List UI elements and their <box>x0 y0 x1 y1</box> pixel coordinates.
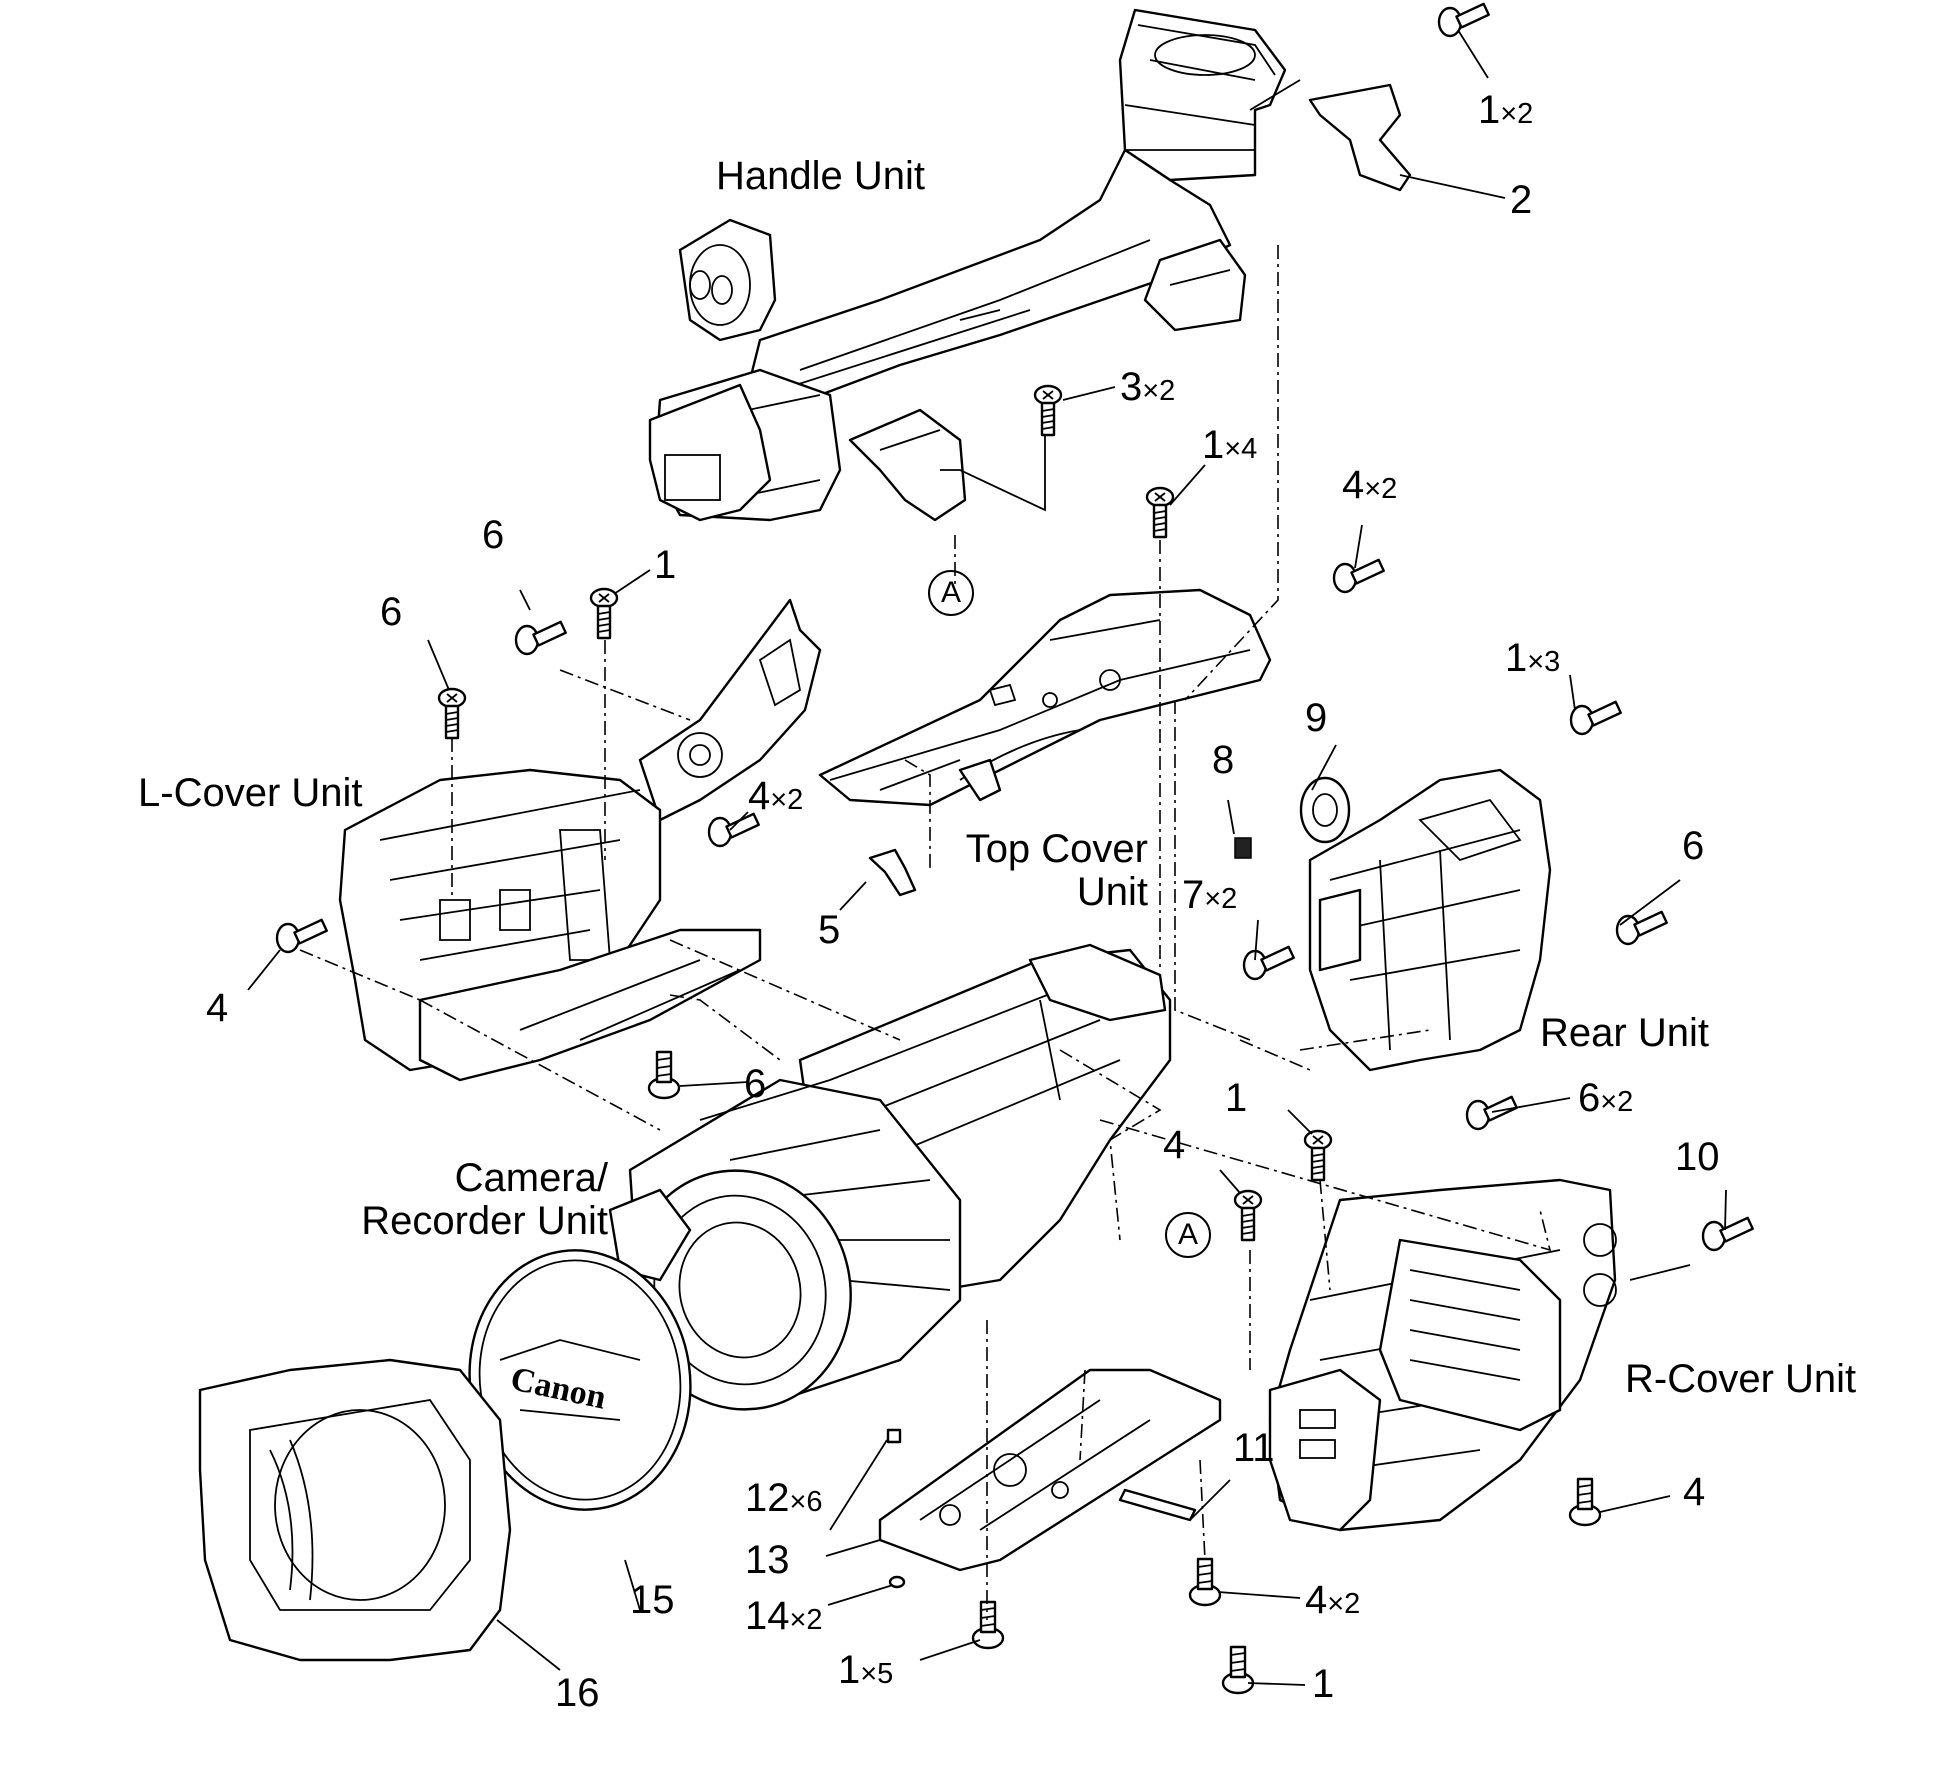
r-cover-unit-drawing <box>1268 1178 1617 1532</box>
camera-label-line2: Recorder Unit <box>361 1199 608 1244</box>
callout-1-center: 1 <box>1225 1076 1248 1120</box>
callout-1-upper-left: 1 <box>654 543 677 587</box>
callout-1x5: 1×5 <box>838 1648 894 1692</box>
rear-unit-drawing <box>1308 768 1552 1072</box>
callout-12x6: 12×6 <box>745 1476 823 1520</box>
callout-9: 9 <box>1305 696 1328 740</box>
top-cover-unit-label: Top Cover Unit <box>936 827 1148 915</box>
reference-mark-a-top: A <box>928 570 974 616</box>
top-cover-label-line1: Top Cover <box>965 827 1148 871</box>
part-8-drawing <box>1234 837 1252 859</box>
part-2-drawing <box>1308 83 1412 192</box>
callout-2: 2 <box>1510 178 1533 222</box>
callout-6-center: 6 <box>744 1062 767 1106</box>
handle-unit-drawing <box>648 8 1287 522</box>
leader-lines <box>247 29 1727 1686</box>
l-cover-unit-label: L-Cover Unit <box>138 771 363 815</box>
top-cover-label-line2: Unit <box>1076 870 1148 915</box>
callout-15: 15 <box>630 1578 675 1622</box>
top-cover-unit-drawing <box>818 588 1272 807</box>
callout-6-right: 6 <box>1682 824 1705 868</box>
callout-4-center: 4 <box>1163 1123 1186 1167</box>
callout-14x2: 14×2 <box>745 1594 823 1638</box>
part-5-drawing <box>868 848 917 897</box>
callout-4x2-top: 4×2 <box>1342 463 1398 507</box>
camera-label-line1: Camera/ <box>454 1156 608 1200</box>
callout-1x3: 1×3 <box>1505 636 1561 680</box>
callout-5: 5 <box>818 908 841 952</box>
callout-6-left: 6 <box>380 590 403 634</box>
callout-8: 8 <box>1212 738 1235 782</box>
handle-unit-label: Handle Unit <box>716 154 926 198</box>
callout-6-upper-left: 6 <box>482 513 505 557</box>
part-12-drawing <box>886 1428 902 1444</box>
callout-4-right: 4 <box>1683 1470 1706 1514</box>
callout-13: 13 <box>745 1538 790 1582</box>
callout-1x2-top: 1×2 <box>1478 88 1534 132</box>
callout-4x2-bottom: 4×2 <box>1305 1578 1361 1622</box>
callout-6x2: 6×2 <box>1578 1076 1634 1120</box>
bottom-plate-drawing <box>878 1368 1222 1572</box>
callout-1-bottom: 1 <box>1312 1662 1335 1706</box>
callout-4-left: 4 <box>206 986 229 1030</box>
callout-11: 11 <box>1233 1426 1275 1470</box>
lens-hood-drawing <box>198 1358 512 1662</box>
reference-mark-a-bottom: A <box>1165 1212 1211 1258</box>
callout-10: 10 <box>1675 1135 1720 1179</box>
r-cover-unit-label: R-Cover Unit <box>1625 1357 1857 1401</box>
part-14-drawing <box>888 1575 906 1589</box>
part-11-drawing <box>1118 1488 1197 1522</box>
callout-16: 16 <box>555 1671 600 1715</box>
callout-7x2: 7×2 <box>1182 873 1238 917</box>
camera-recorder-unit-label: Camera/ Recorder Unit <box>318 1156 608 1244</box>
callout-4x2-middle: 4×2 <box>748 774 804 818</box>
l-cover-unit-drawing <box>338 598 822 1082</box>
rear-unit-label: Rear Unit <box>1540 1011 1709 1055</box>
part-9-drawing <box>1299 776 1351 844</box>
callout-1x4: 1×4 <box>1202 423 1258 467</box>
callout-3x2: 3×2 <box>1120 365 1176 409</box>
assembly-lines <box>299 245 1552 1620</box>
